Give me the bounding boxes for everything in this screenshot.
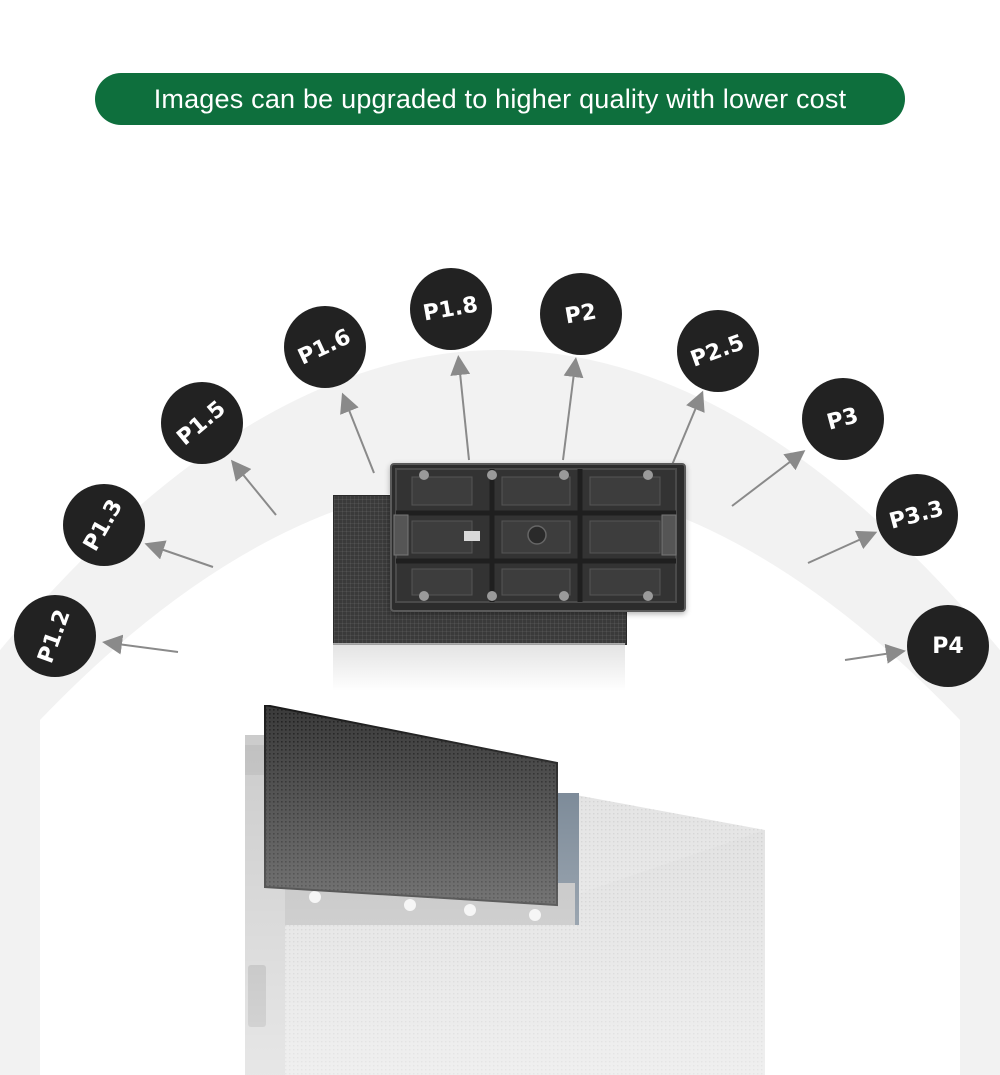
headline-banner: Images can be upgraded to higher quality…: [95, 73, 905, 125]
pitch-badge-p1-8: P1.8: [410, 268, 492, 350]
module-back-detail: [393, 468, 677, 603]
pitch-badge-p1-6: P1.6: [284, 306, 366, 388]
module-reflection: [333, 643, 625, 691]
pitch-badge-p1-3: P1.3: [63, 484, 145, 566]
pitch-badge-p2: P2: [540, 273, 622, 355]
pitch-badge-p2-5: P2.5: [677, 310, 759, 392]
pitch-badge-p1-2: P1.2: [14, 595, 96, 677]
led-module-back-panel: [390, 463, 686, 612]
pitch-badge-p3: P3: [802, 378, 884, 460]
led-display-cabinet: [240, 703, 765, 1075]
pitch-badge-p4: P4: [907, 605, 989, 687]
cabinet-illustration: [240, 703, 765, 1075]
pitch-badge-p1-5: P1.5: [161, 382, 243, 464]
pitch-badge-p3-3: P3.3: [876, 474, 958, 556]
